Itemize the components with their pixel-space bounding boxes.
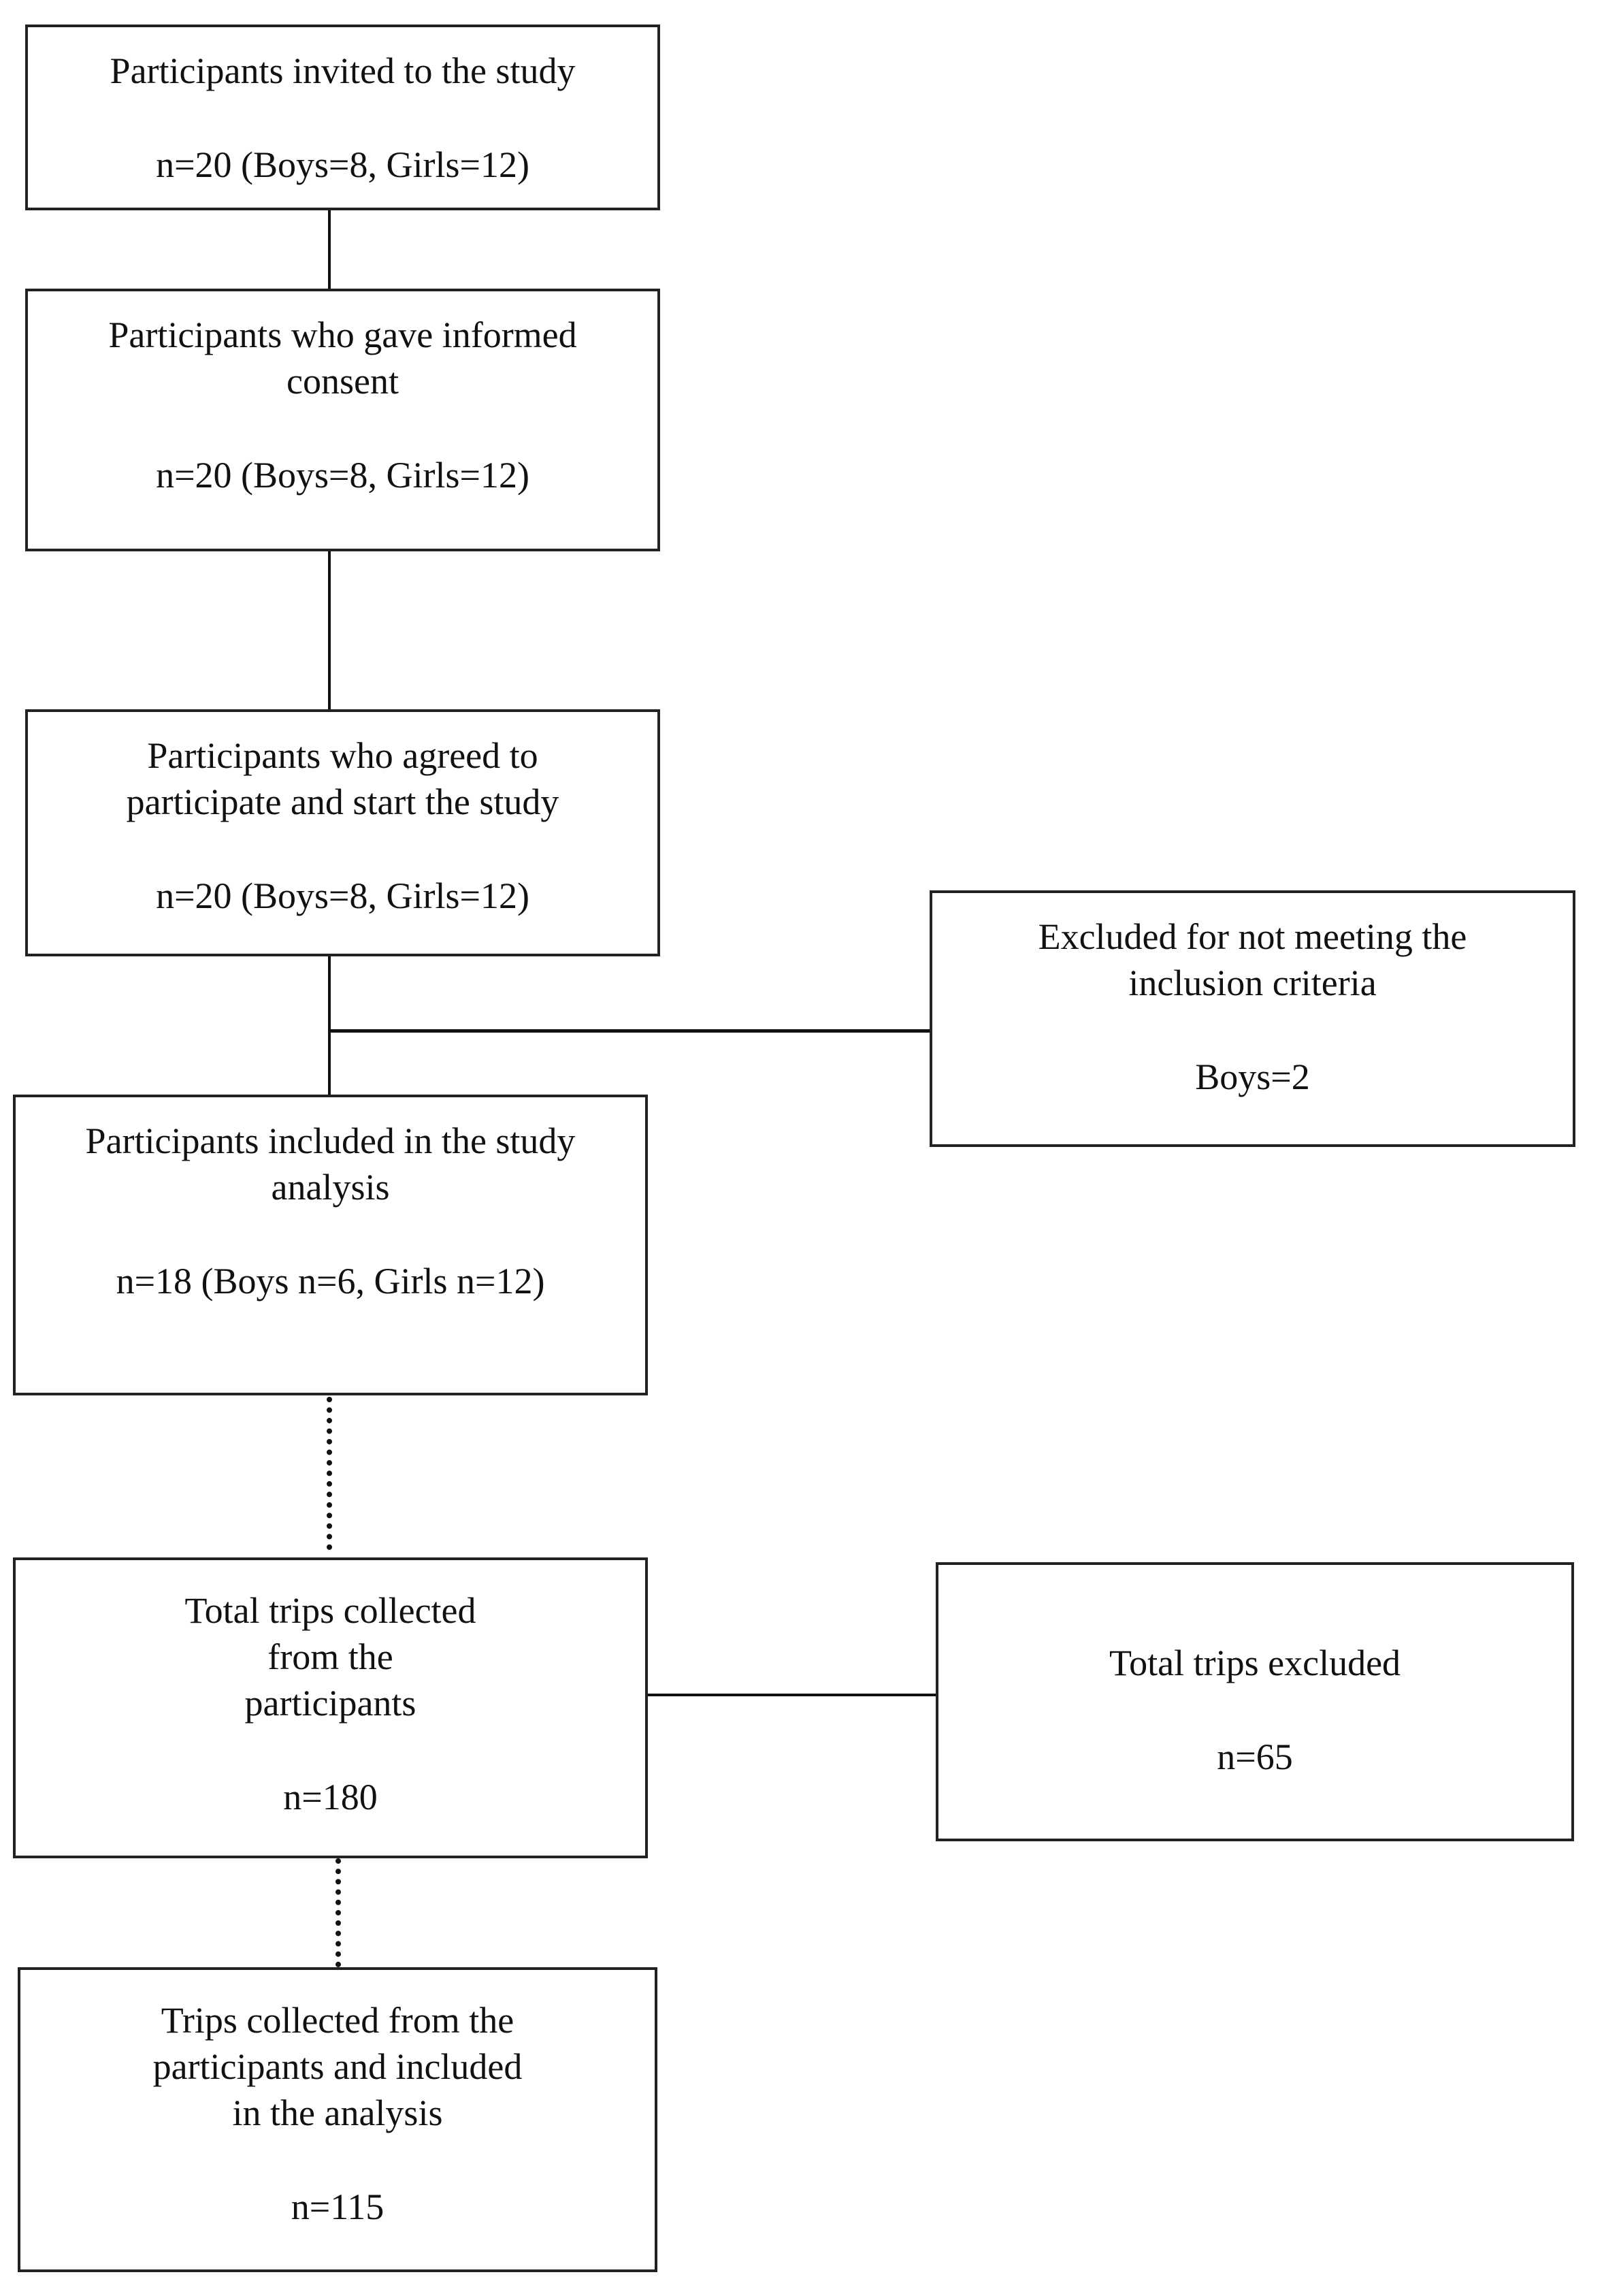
box-agreed-to-participate: Participants who agreed to participate a… — [25, 709, 660, 956]
connector-invited-consent — [328, 210, 331, 289]
box-title: Total trips collected from the participa… — [184, 1590, 476, 1724]
dotted-connector-included-trips — [327, 1397, 332, 1550]
box-count: n=20 (Boys=8, Girls=12) — [156, 144, 529, 185]
box-count: n=20 (Boys=8, Girls=12) — [156, 455, 529, 496]
box-title: Participants included in the study analy… — [85, 1120, 576, 1208]
box-count: n=65 — [1217, 1736, 1293, 1777]
connector-consent-agreed — [328, 551, 331, 709]
connector-trips-excluded — [645, 1694, 937, 1696]
box-count: n=18 (Boys n=6, Girls n=12) — [116, 1261, 545, 1301]
box-count: n=180 — [283, 1777, 378, 1817]
box-title: Total trips excluded — [1109, 1643, 1401, 1683]
box-trips-included-analysis: Trips collected from the participants an… — [18, 1967, 657, 2272]
box-title: Excluded for not meeting the inclusion c… — [1038, 916, 1467, 1003]
connector-agreed-included — [328, 956, 331, 1095]
box-count: n=20 (Boys=8, Girls=12) — [156, 875, 529, 916]
box-count: n=115 — [291, 2186, 384, 2227]
box-title: Trips collected from the participants an… — [152, 2000, 523, 2133]
connector-to-excluded — [328, 1029, 930, 1033]
box-title: Participants who agreed to participate a… — [126, 735, 559, 822]
box-excluded-criteria: Excluded for not meeting the inclusion c… — [930, 890, 1575, 1147]
box-included-in-analysis: Participants included in the study analy… — [13, 1095, 648, 1395]
box-total-trips-collected: Total trips collected from the participa… — [13, 1557, 648, 1858]
dotted-connector-trips-included — [335, 1858, 341, 1967]
box-total-trips-excluded: Total trips excluded n=65 — [936, 1562, 1574, 1841]
box-informed-consent: Participants who gave informed consent n… — [25, 289, 660, 551]
box-participants-invited: Participants invited to the study n=20 (… — [25, 25, 660, 210]
box-title: Participants invited to the study — [110, 50, 576, 91]
box-count: Boys=2 — [1195, 1056, 1310, 1097]
box-title: Participants who gave informed consent — [108, 314, 577, 402]
